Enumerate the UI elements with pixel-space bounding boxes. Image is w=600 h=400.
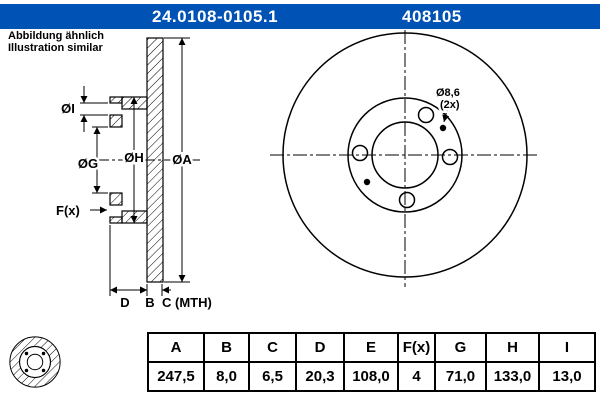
flange-bottom-inner	[109, 192, 123, 206]
dim-label-a: ØA	[172, 152, 192, 167]
locating-pin-holes	[363, 124, 447, 186]
dim-g: ØG	[75, 126, 108, 194]
spec-value-row: 247,5 8,0 6,5 20,3 108,0 4 71,0 133,0 13…	[147, 361, 596, 392]
table-value-cell: 20,3	[295, 361, 345, 392]
flange-top-inner	[109, 114, 123, 128]
flange-top-outer	[109, 96, 123, 104]
table-header-cell: A	[147, 332, 205, 363]
table-value-cell: 71,0	[434, 361, 487, 392]
dim-i: ØI	[59, 86, 108, 132]
table-header-cell: I	[538, 332, 596, 363]
hub-circle	[347, 97, 463, 213]
table-value-cell: 247,5	[147, 361, 205, 392]
order-number: 408105	[402, 7, 462, 26]
table-header-cell: D	[295, 332, 345, 363]
icon-bolt-hole	[41, 368, 46, 373]
table-value-cell: 8,0	[203, 361, 250, 392]
dim-label-i: ØI	[61, 101, 75, 116]
icon-bolt-hole	[24, 368, 29, 373]
section-cut-surfaces	[109, 37, 164, 283]
pin-hole	[439, 124, 447, 132]
bolt-hole	[351, 144, 369, 162]
spec-header-row: A B C D E F(x) G H I	[147, 332, 596, 363]
pin-hole-dia-label: Ø8,6	[436, 87, 460, 99]
dim-label-h: ØH	[124, 150, 144, 165]
technical-drawing: ØA ØH ØG ØI F(x)	[56, 30, 540, 310]
icon-hub	[19, 346, 51, 378]
bolt-holes	[351, 106, 459, 209]
pin-hole-callout: Ø8,6 (2x)	[434, 85, 462, 123]
disc-outer-circle	[282, 32, 528, 278]
table-value-cell: 6,5	[248, 361, 297, 392]
front-view: Ø8,6 (2x)	[270, 30, 540, 287]
icon-bolt-hole	[41, 351, 46, 356]
centre-bore-circle	[371, 121, 439, 189]
icon-friction-ring	[9, 336, 61, 388]
icon-bore	[26, 353, 44, 371]
bolt-hole	[441, 148, 459, 166]
bolt-hole	[417, 106, 435, 124]
note-german: Abbildung ähnlich	[8, 30, 104, 42]
pin-hole-count-label: (2x)	[440, 99, 460, 111]
dim-a: ØA	[164, 37, 195, 283]
table-header-cell: F(x)	[397, 332, 436, 363]
table-header-cell: H	[485, 332, 540, 363]
table-header-cell: G	[434, 332, 487, 363]
friction-ring-section	[146, 37, 164, 283]
dim-label-b: B	[145, 295, 154, 310]
bolt-hole	[398, 191, 416, 209]
table-header-cell: E	[343, 332, 399, 363]
part-number: 24.0108-0105.1	[152, 7, 279, 26]
note-english: Illustration similar	[8, 42, 103, 54]
table-value-cell: 13,0	[538, 361, 596, 392]
dim-f: F(x)	[56, 203, 107, 218]
dim-label-g: ØG	[78, 156, 98, 171]
dim-label-d: D	[120, 295, 129, 310]
dim-bottom: D B C (MTH)	[109, 225, 212, 310]
table-value-cell: 4	[397, 361, 436, 392]
table-value-cell: 133,0	[485, 361, 540, 392]
spec-table: A B C D E F(x) G H I 247,5 8,0 6,5 20,3 …	[147, 332, 596, 392]
flange-bottom-outer	[109, 216, 123, 224]
table-header-cell: B	[203, 332, 250, 363]
pin-hole	[363, 178, 371, 186]
dim-label-c: C (MTH)	[162, 295, 212, 310]
dim-label-f: F(x)	[56, 203, 80, 218]
table-header-cell: C	[248, 332, 297, 363]
section-view: ØA ØH ØG ØI F(x)	[56, 37, 212, 310]
title-bar	[0, 4, 600, 29]
brake-disc-icon	[9, 336, 61, 388]
icon-bolt-hole	[24, 351, 29, 356]
dim-h: ØH	[122, 97, 146, 223]
table-value-cell: 108,0	[343, 361, 399, 392]
